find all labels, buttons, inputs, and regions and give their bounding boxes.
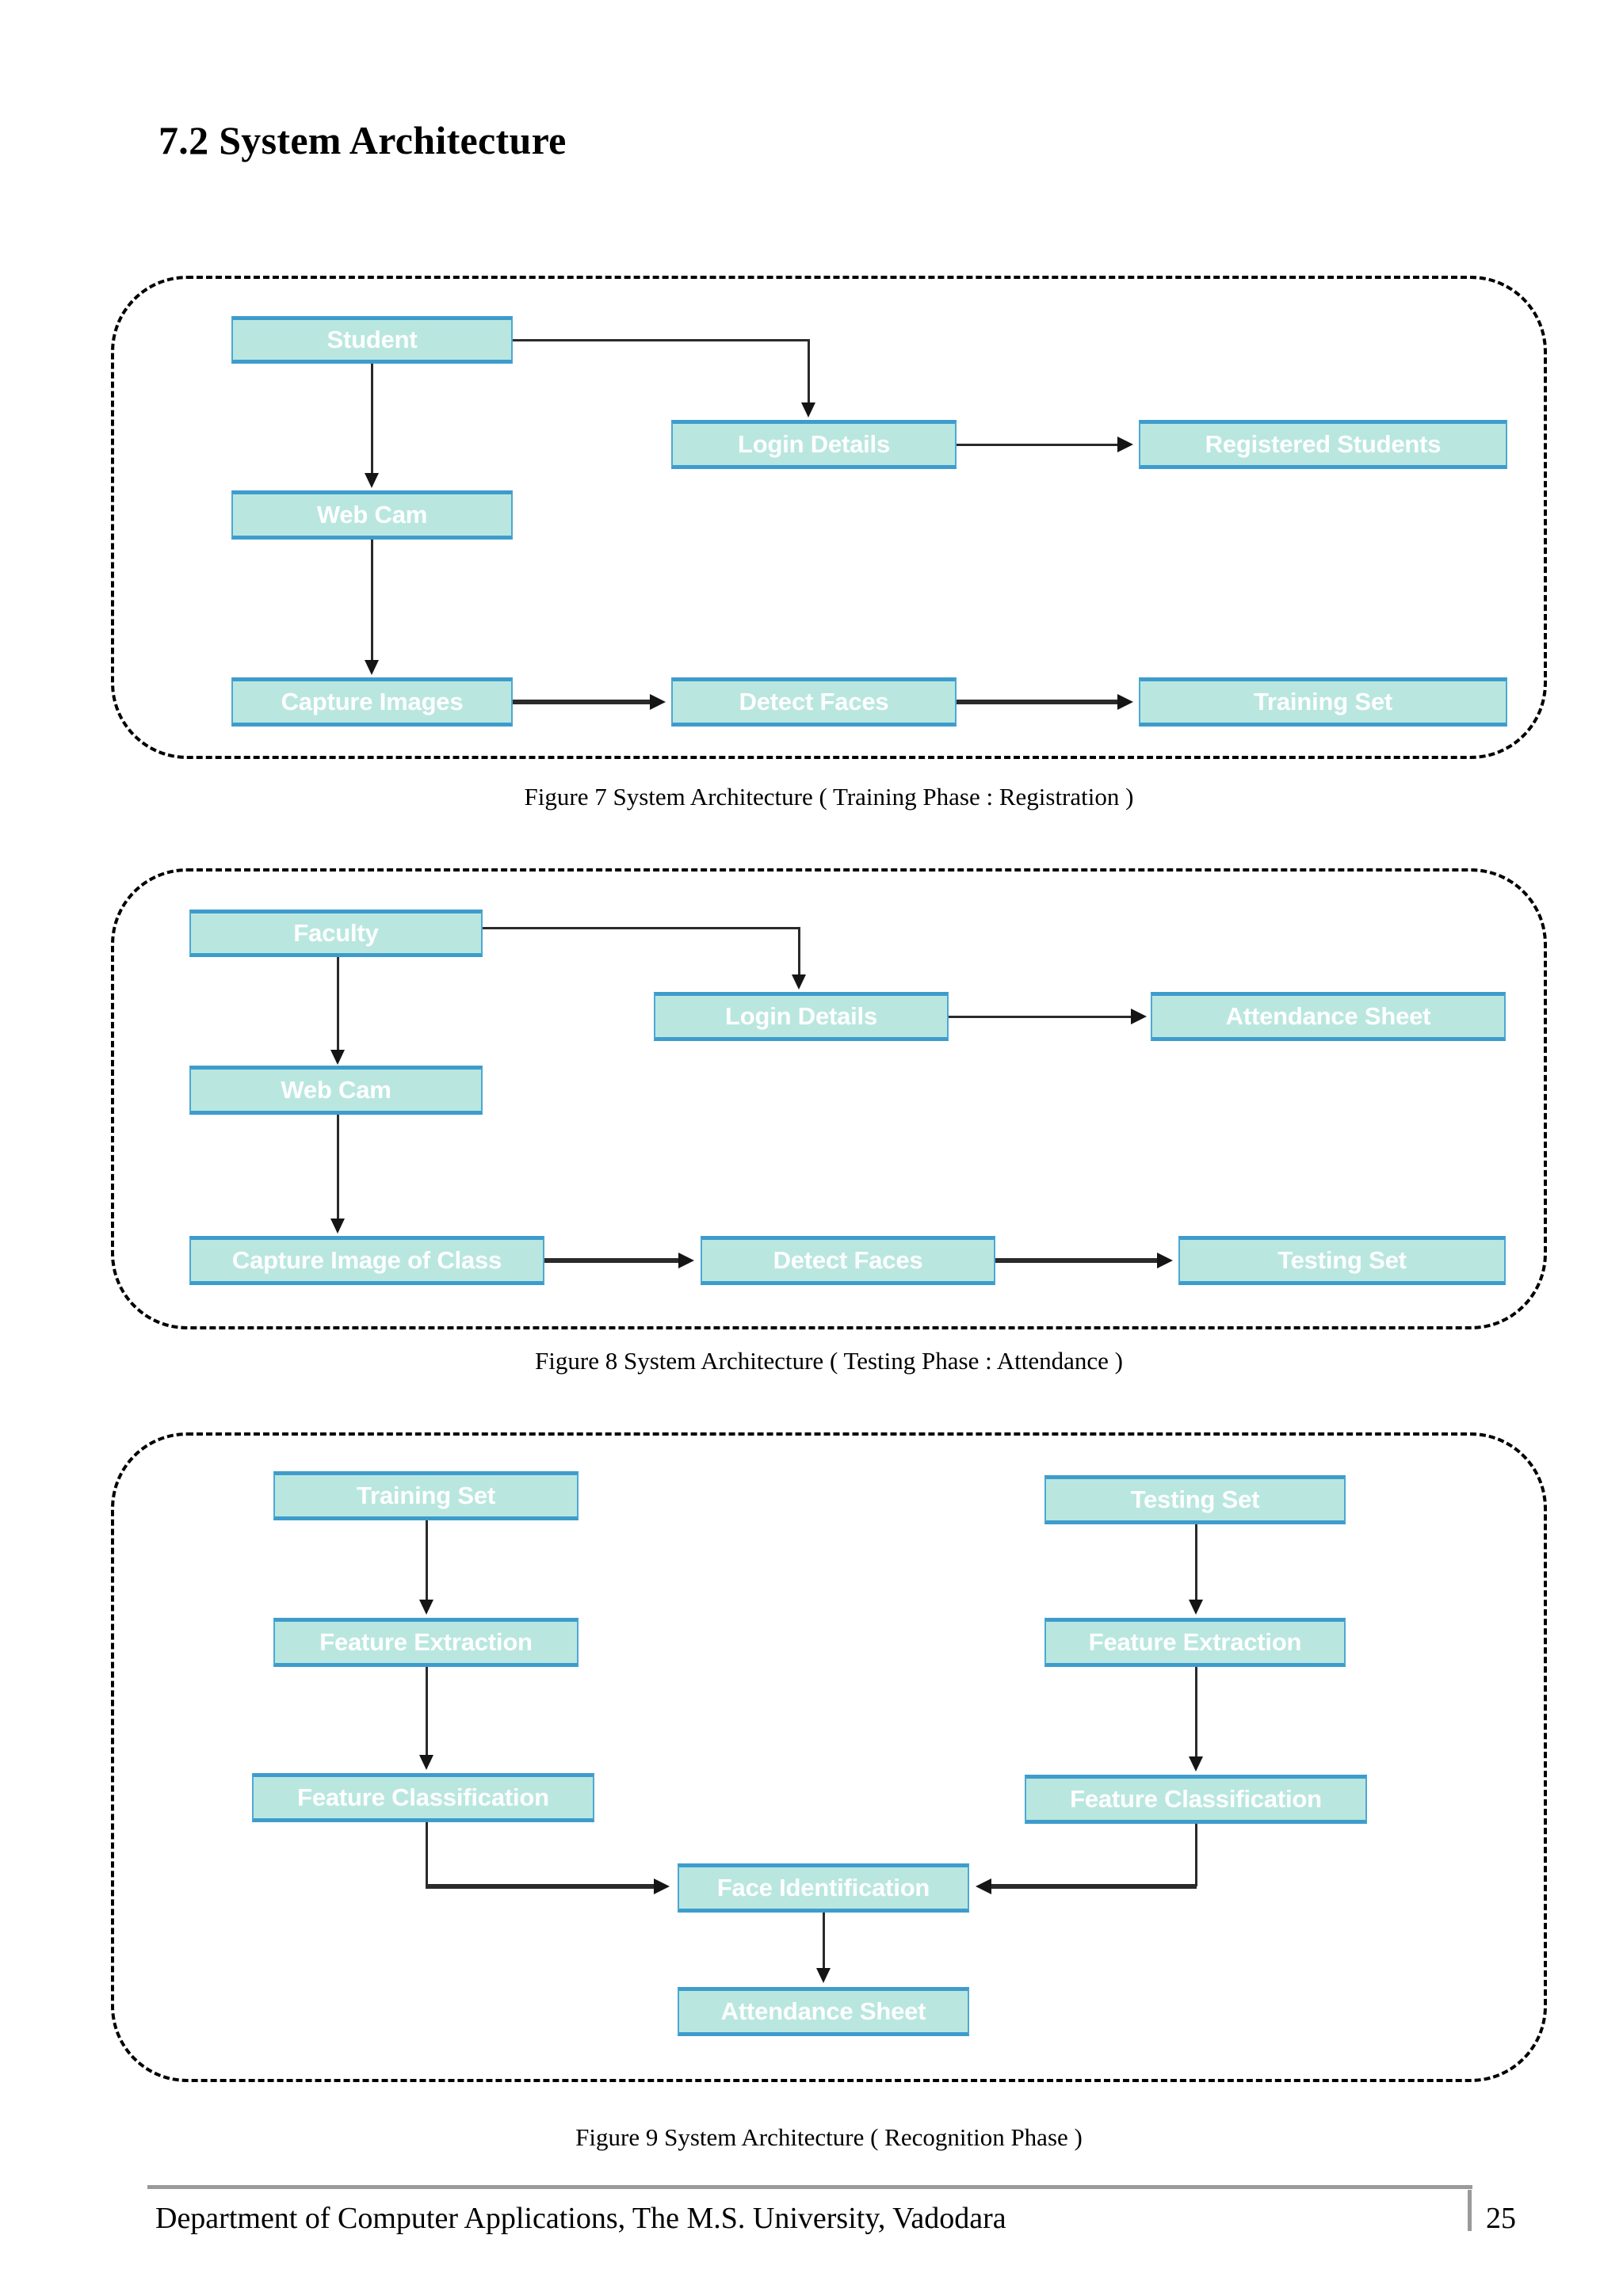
- node-web-cam-2[interactable]: Web Cam: [189, 1066, 483, 1115]
- edge-extraction-to-classification-left-line: [426, 1667, 428, 1756]
- figure-7-frame: [111, 276, 1547, 759]
- node-training-set[interactable]: Training Set: [1139, 677, 1507, 727]
- node-student[interactable]: Student: [231, 316, 513, 364]
- edge-classification-right-to-face-vertical: [1195, 1824, 1197, 1886]
- node-feature-extraction-left[interactable]: Feature Extraction: [273, 1618, 579, 1667]
- edge-student-to-login-arrowhead: [801, 402, 815, 418]
- edge-classification-left-to-face-vertical: [426, 1822, 428, 1886]
- edge-webcam-to-capture-class-arrowhead: [330, 1219, 345, 1234]
- node-detect-faces-2[interactable]: Detect Faces: [701, 1236, 995, 1285]
- edge-capture-to-detect-line: [513, 700, 653, 704]
- node-testing-set-2[interactable]: Testing Set: [1178, 1236, 1506, 1285]
- edge-face-to-attendance-arrowhead: [816, 1968, 831, 1983]
- edge-student-to-login-vertical: [808, 339, 810, 404]
- edge-detect-to-training-arrowhead: [1117, 694, 1133, 710]
- edge-extraction-to-classification-left-arrowhead: [419, 1755, 433, 1770]
- edge-training-to-extraction-line: [426, 1520, 428, 1601]
- footer-text: Department of Computer Applications, The…: [155, 2202, 1006, 2235]
- node-attendance-sheet-3[interactable]: Attendance Sheet: [678, 1987, 969, 2036]
- edge-student-to-login-horizontal: [513, 339, 810, 341]
- edge-classification-left-to-face-arrowhead: [654, 1878, 670, 1894]
- page-number: 25: [1486, 2202, 1516, 2235]
- edge-capture-class-to-detect-line: [544, 1258, 681, 1263]
- edge-training-to-extraction-arrowhead: [419, 1600, 433, 1615]
- edge-faculty-to-webcam-line: [337, 957, 339, 1052]
- edge-faculty-to-login-arrowhead: [792, 974, 806, 990]
- edge-faculty-to-login-horizontal: [483, 927, 800, 929]
- edge-webcam-to-capture-line: [371, 540, 373, 662]
- page-title: 7.2 System Architecture: [158, 118, 567, 162]
- edge-testing-to-extraction-arrowhead: [1189, 1600, 1203, 1615]
- node-feature-classification-left[interactable]: Feature Classification: [252, 1773, 594, 1822]
- node-capture-images[interactable]: Capture Images: [231, 677, 513, 727]
- footer-divider: [1468, 2190, 1472, 2231]
- node-detect-faces[interactable]: Detect Faces: [671, 677, 957, 727]
- edge-webcam-to-capture-class-line: [337, 1115, 339, 1222]
- footer-rule: [147, 2185, 1472, 2189]
- edge-faculty-to-login-vertical: [798, 927, 800, 976]
- edge-classification-left-to-face-horizontal: [426, 1884, 655, 1889]
- node-login-details[interactable]: Login Details: [671, 420, 957, 469]
- node-training-set-3[interactable]: Training Set: [273, 1471, 579, 1520]
- figure-9-caption: Figure 9 System Architecture ( Recogniti…: [575, 2123, 1083, 2151]
- node-attendance-sheet-2[interactable]: Attendance Sheet: [1151, 992, 1506, 1041]
- node-feature-extraction-right[interactable]: Feature Extraction: [1044, 1618, 1346, 1667]
- edge-extraction-to-classification-right-line: [1195, 1667, 1197, 1758]
- edge-login-to-registered-line: [957, 444, 1119, 446]
- node-feature-classification-right[interactable]: Feature Classification: [1025, 1775, 1367, 1824]
- edge-classification-right-to-face-arrowhead: [976, 1878, 991, 1894]
- edge-classification-right-to-face-horizontal: [991, 1884, 1197, 1889]
- figure-8-frame: [111, 868, 1547, 1329]
- edge-faculty-to-webcam-arrowhead: [330, 1050, 345, 1065]
- edge-student-to-webcam-line: [371, 364, 373, 475]
- node-faculty[interactable]: Faculty: [189, 910, 483, 957]
- node-testing-set-3[interactable]: Testing Set: [1044, 1475, 1346, 1524]
- edge-capture-to-detect-arrowhead: [650, 694, 666, 710]
- figure-9-frame: [111, 1432, 1547, 2082]
- edge-webcam-to-capture-arrowhead: [365, 660, 379, 675]
- node-capture-image-of-class[interactable]: Capture Image of Class: [189, 1236, 544, 1285]
- figure-8-caption: Figure 8 System Architecture ( Testing P…: [535, 1347, 1123, 1375]
- node-face-identification[interactable]: Face Identification: [678, 1863, 969, 1913]
- edge-student-to-webcam-arrowhead: [365, 473, 379, 488]
- edge-detect-to-testing-line: [995, 1258, 1159, 1263]
- edge-login-to-registered-arrowhead: [1117, 437, 1133, 452]
- figure-7-caption: Figure 7 System Architecture ( Training …: [524, 783, 1134, 810]
- edge-login-to-attendance-arrowhead: [1131, 1009, 1147, 1024]
- edge-login-to-attendance-line: [949, 1016, 1132, 1018]
- node-login-details-2[interactable]: Login Details: [654, 992, 949, 1041]
- edge-testing-to-extraction-line: [1195, 1524, 1197, 1601]
- edge-detect-to-testing-arrowhead: [1157, 1253, 1173, 1268]
- edge-capture-class-to-detect-arrowhead: [678, 1253, 694, 1268]
- node-web-cam[interactable]: Web Cam: [231, 490, 513, 540]
- edge-face-to-attendance-line: [823, 1913, 825, 1970]
- edge-detect-to-training-line: [957, 700, 1119, 704]
- edge-extraction-to-classification-right-arrowhead: [1189, 1756, 1203, 1772]
- node-registered-students[interactable]: Registered Students: [1139, 420, 1507, 469]
